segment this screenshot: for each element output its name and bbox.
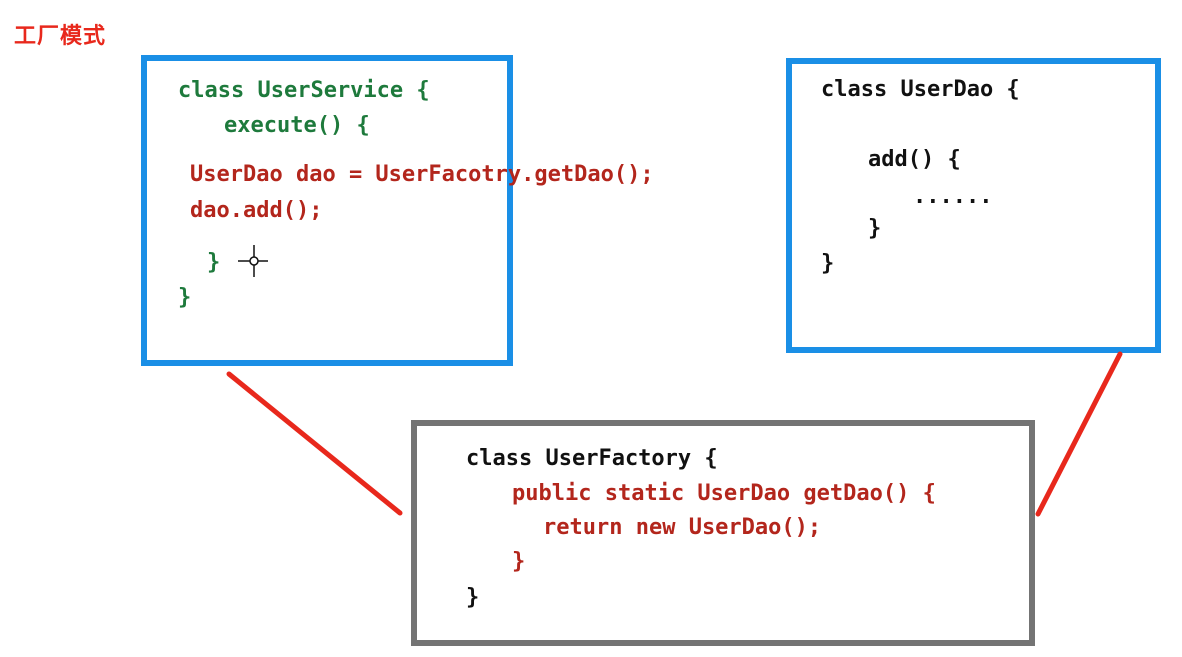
user-factory-class-line: class UserFactory { — [466, 446, 718, 471]
user-dao-box — [786, 58, 1161, 353]
user-dao-add-close: } — [868, 216, 882, 241]
user-service-box — [141, 55, 513, 366]
user-service-add-line: dao.add(); — [190, 198, 323, 223]
user-service-execute-line: execute() { — [224, 113, 370, 138]
user-service-getdao-line: UserDao dao = UserFacotry.getDao(); — [190, 162, 654, 187]
user-dao-ellipsis-line: ...... — [913, 184, 993, 209]
user-dao-add-line: add() { — [868, 147, 961, 172]
connector-dao-to-factory — [1035, 351, 1123, 517]
user-service-execute-close: } — [207, 250, 221, 275]
user-service-class-line: class UserService { — [178, 78, 430, 103]
crosshair-cursor-icon — [238, 245, 268, 277]
page-title: 工厂模式 — [14, 24, 107, 49]
user-factory-box — [411, 420, 1035, 646]
user-factory-getdao-close: } — [512, 549, 526, 574]
user-factory-class-close: } — [466, 585, 480, 610]
user-factory-return-line: return new UserDao(); — [543, 515, 822, 540]
user-dao-class-close: } — [821, 251, 835, 276]
user-factory-getdao-line: public static UserDao getDao() { — [512, 481, 936, 506]
user-dao-class-line: class UserDao { — [821, 77, 1020, 102]
connector-service-to-factory — [226, 371, 403, 516]
user-service-class-close: } — [178, 285, 192, 310]
